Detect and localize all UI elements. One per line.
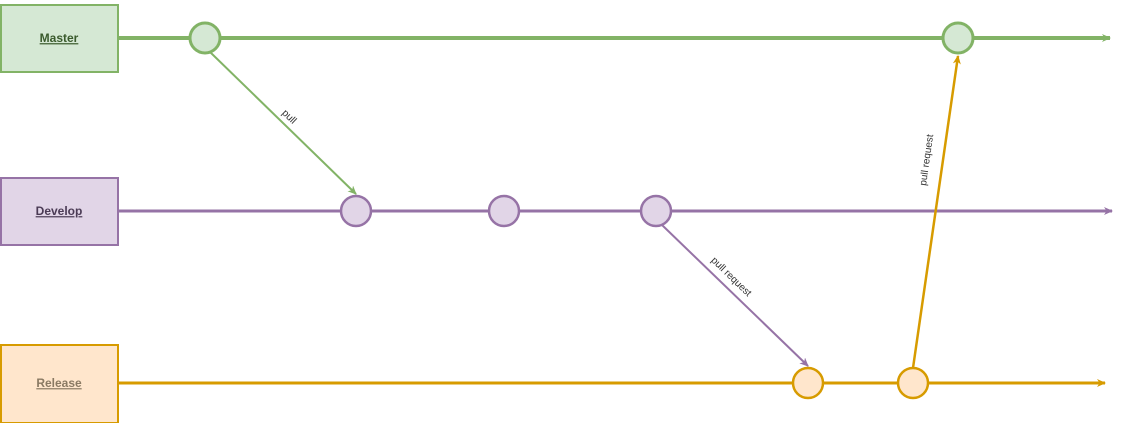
commit-node-develop-1[interactable] bbox=[339, 194, 373, 228]
branch-lane-release: Release bbox=[0, 344, 1106, 423]
branch-label-release: Release bbox=[36, 376, 82, 390]
commit-node-master-2[interactable] bbox=[941, 21, 975, 55]
commit-node-develop-3[interactable] bbox=[639, 194, 673, 228]
branch-box-release[interactable] bbox=[0, 344, 119, 423]
edge-line-pull-request-develop-release bbox=[661, 224, 809, 367]
commit-node-develop-2[interactable] bbox=[487, 194, 521, 228]
branch-label-develop: Develop bbox=[36, 204, 83, 218]
edge-label-pull-request-release-master: pull request bbox=[918, 133, 936, 186]
branch-box-master[interactable] bbox=[0, 4, 119, 73]
edge-develop-to-release: pull request bbox=[661, 224, 809, 367]
edge-line-pull bbox=[209, 51, 357, 195]
branch-label-master: Master bbox=[40, 31, 79, 45]
edge-master-to-develop: pull bbox=[209, 51, 357, 195]
branch-lane-develop: Develop bbox=[0, 177, 1113, 246]
commit-node-release-1[interactable] bbox=[791, 366, 825, 400]
edge-line-pull-request-release-master bbox=[911, 55, 961, 369]
branch-lane-master: Master bbox=[0, 4, 1111, 73]
commit-node-release-2[interactable] bbox=[896, 366, 930, 400]
branch-box-develop[interactable] bbox=[0, 177, 119, 246]
commit-node-master-1[interactable] bbox=[188, 21, 222, 55]
